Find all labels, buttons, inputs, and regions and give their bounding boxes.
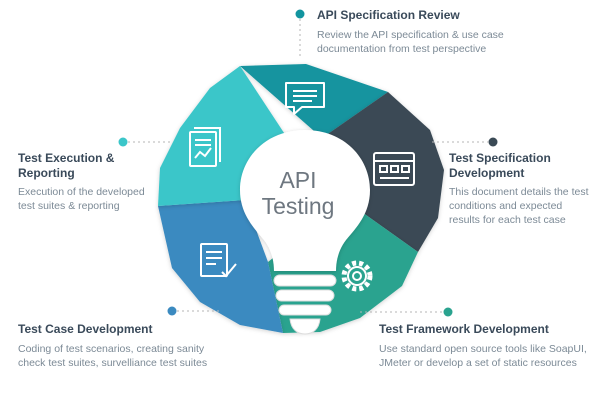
stage-title: Test Framework Development xyxy=(379,322,549,336)
connector-test-framework-development xyxy=(360,307,453,317)
connector-test-specification-development xyxy=(432,137,498,147)
connector-test-case-development xyxy=(167,306,220,316)
center-title-line1: API xyxy=(279,167,316,193)
chat-icon xyxy=(285,82,325,115)
stage-description: This document details the test condition… xyxy=(449,186,589,226)
stage-test-specification-development: Test Specification Development This docu… xyxy=(449,151,597,227)
stage-description: Execution of the developed test suites &… xyxy=(18,186,145,212)
stage-api-specification-review: API Specification Review Review the API … xyxy=(317,8,557,56)
connector-test-execution-reporting xyxy=(118,137,172,147)
lightbulb xyxy=(240,130,370,335)
connector-api-specification-review xyxy=(295,9,305,58)
report-chart-icon xyxy=(189,127,221,167)
checklist-icon xyxy=(200,243,237,278)
stage-title: Test Case Development xyxy=(18,322,153,336)
browser-window-icon xyxy=(373,152,415,186)
stage-title: Test Specification Development xyxy=(449,151,551,180)
stage-description: Coding of test scenarios, creating sanit… xyxy=(18,343,208,369)
center-title-line2: Testing xyxy=(262,193,335,219)
gear-icon xyxy=(341,260,373,292)
stage-test-execution-reporting: Test Execution & Reporting Execution of … xyxy=(18,151,158,213)
stage-description: Use standard open source tools like Soap… xyxy=(379,343,587,369)
stage-test-case-development: Test Case Development Coding of test sce… xyxy=(18,322,233,370)
stage-title: API Specification Review xyxy=(317,8,460,22)
stage-description: Review the API specification & use case … xyxy=(317,29,504,55)
segment-test-case-development xyxy=(158,200,283,333)
stage-test-framework-development: Test Framework Development Use standard … xyxy=(379,322,597,370)
segment-api-specification-review xyxy=(240,64,388,138)
stage-title: Test Execution & Reporting xyxy=(18,151,115,180)
